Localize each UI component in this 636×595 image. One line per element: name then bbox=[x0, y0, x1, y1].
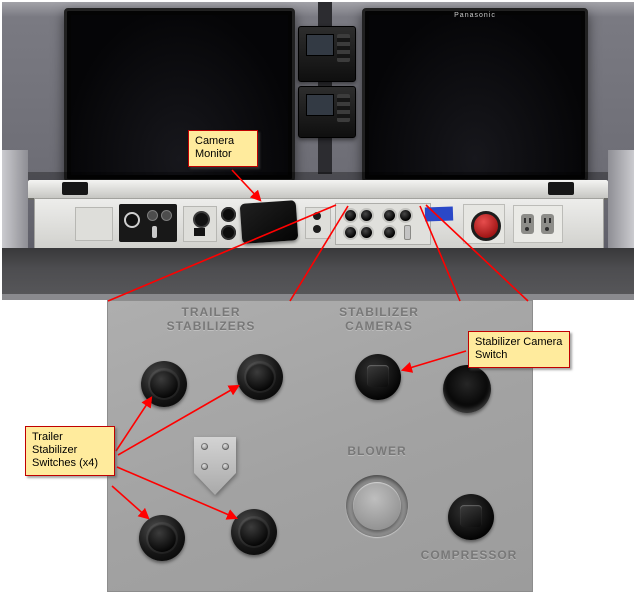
trailer-stabilizer-switch-4 bbox=[231, 509, 277, 555]
callout-camera-monitor: Camera Monitor bbox=[188, 130, 258, 167]
camera-switch-icon bbox=[384, 210, 395, 221]
blower-label: BLOWER bbox=[347, 444, 407, 458]
recorder-screen bbox=[306, 94, 334, 116]
compressor-switch bbox=[448, 494, 494, 540]
callout-stabilizer-camera-switch: Stabilizer Camera Switch bbox=[468, 331, 570, 368]
stabilizer-switch-icon bbox=[345, 210, 356, 221]
compressor-label: COMPRESSOR bbox=[420, 548, 518, 562]
blue-label-sticker bbox=[424, 206, 454, 222]
connector-plate bbox=[183, 206, 217, 242]
recorder-buttons bbox=[337, 94, 350, 122]
stabilizer-switch-icon bbox=[345, 227, 356, 238]
blower-button bbox=[346, 475, 408, 537]
mounting-bracket-plate bbox=[194, 437, 236, 495]
stabilizer-cameras-label: STABILIZER CAMERAS bbox=[339, 305, 419, 333]
stabilizer-switch-icon bbox=[361, 210, 372, 221]
screw bbox=[222, 443, 229, 450]
outlet-slot bbox=[549, 218, 551, 223]
control-box bbox=[119, 204, 177, 242]
outlet-slot bbox=[544, 218, 546, 223]
stabilizer-camera-switch bbox=[355, 354, 401, 400]
outlet-slot bbox=[529, 218, 531, 223]
control-knob bbox=[161, 210, 172, 221]
camera-recorder-top bbox=[298, 26, 356, 82]
toggle-switch bbox=[152, 226, 157, 238]
emergency-stop-button bbox=[471, 211, 501, 241]
power-outlet bbox=[521, 214, 534, 234]
mini-toggle-switch bbox=[404, 225, 411, 240]
control-knob bbox=[147, 210, 158, 221]
stabilizer-switch-icon bbox=[361, 227, 372, 238]
cable-socket bbox=[221, 225, 236, 240]
round-connector bbox=[193, 211, 210, 228]
stabilizer-camera-switch-2 bbox=[443, 365, 491, 413]
work-surface bbox=[2, 248, 634, 300]
camera-recorder-bottom bbox=[298, 86, 356, 138]
right-monitor: Panasonic bbox=[362, 8, 588, 182]
control-console bbox=[34, 198, 604, 250]
camera-monitor-unit bbox=[239, 200, 299, 244]
square-connector bbox=[194, 228, 205, 236]
equipment-photo: Panasonic bbox=[2, 2, 634, 300]
mounting-bracket bbox=[194, 437, 236, 495]
power-outlet-plate bbox=[513, 205, 563, 243]
callout-trailer-stabilizer-switches: Trailer Stabilizer Switches (x4) bbox=[25, 426, 115, 476]
gauge-icon bbox=[124, 212, 140, 228]
console-shadow bbox=[28, 172, 608, 181]
small-connector bbox=[313, 225, 321, 233]
power-outlet bbox=[541, 214, 554, 234]
monitor-brand-label: Panasonic bbox=[454, 12, 496, 19]
blower-switch-icon bbox=[384, 227, 395, 238]
screw bbox=[201, 443, 208, 450]
trailer-stabilizer-switch-3 bbox=[139, 515, 185, 561]
cable-socket bbox=[221, 207, 236, 222]
screw bbox=[201, 463, 208, 470]
trailer-stabilizers-label: TRAILER STABILIZERS bbox=[166, 305, 256, 333]
outlet-slot bbox=[524, 218, 526, 223]
outlet-ground bbox=[545, 227, 549, 231]
console-lid bbox=[28, 180, 608, 200]
screw bbox=[222, 463, 229, 470]
recorder-buttons bbox=[337, 34, 350, 62]
blank-plate bbox=[75, 207, 113, 241]
small-connector bbox=[313, 212, 321, 220]
lid-latch-left bbox=[62, 182, 88, 195]
lid-latch-right bbox=[548, 182, 574, 195]
small-plate bbox=[305, 207, 331, 239]
recorder-screen bbox=[306, 34, 334, 56]
camera-switch-icon bbox=[400, 210, 411, 221]
left-monitor bbox=[64, 8, 295, 182]
trailer-stabilizer-switch-2 bbox=[237, 354, 283, 400]
stabilizer-switch-panel bbox=[335, 203, 431, 245]
emergency-stop-plate bbox=[463, 204, 505, 244]
outlet-ground bbox=[525, 227, 529, 231]
trailer-stabilizer-switch-1 bbox=[141, 361, 187, 407]
right-monitor-screen bbox=[369, 15, 581, 175]
